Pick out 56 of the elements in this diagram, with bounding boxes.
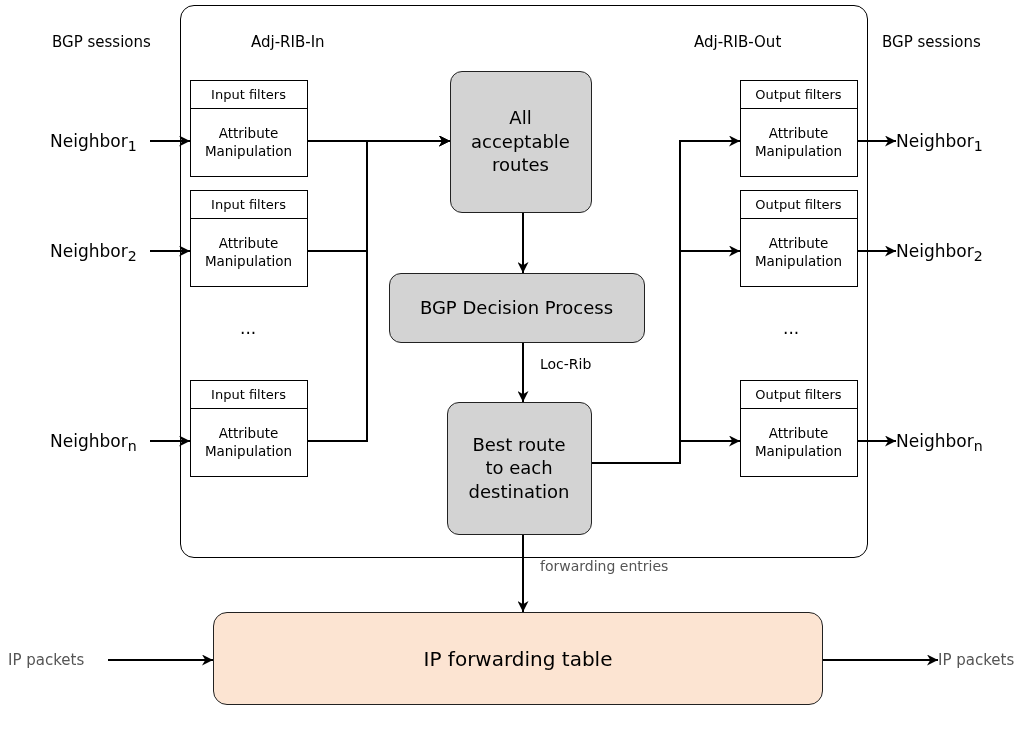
filter-box	[739, 379, 858, 477]
arrow	[857, 135, 897, 147]
arrow	[857, 245, 897, 257]
process-box	[388, 272, 645, 343]
arrow	[822, 654, 939, 666]
section-heading: Adj-RIB-Out	[694, 33, 782, 51]
arrow	[591, 435, 741, 464]
ellipsis: ...	[240, 318, 257, 338]
arrow	[517, 342, 529, 403]
process-box	[446, 401, 592, 535]
filter-box	[189, 79, 308, 177]
filter-box	[739, 189, 858, 287]
arrow	[517, 534, 529, 613]
neighbor-label: Neighbor$_{n}$	[50, 428, 150, 454]
filter-box	[189, 379, 308, 477]
section-heading: Adj-RIB-In	[251, 33, 325, 51]
box-label: Attribute Manipulation	[203, 423, 294, 461]
edge-label: forwarding entries	[538, 558, 671, 574]
box-label: BGP Decision Process	[418, 295, 615, 320]
filter-box	[189, 189, 308, 287]
box-label: Attribute Manipulation	[753, 233, 844, 271]
filter-header: Output filters	[740, 380, 857, 409]
packets-label: IP packets	[938, 647, 1034, 673]
section-heading: BGP sessions	[882, 33, 981, 51]
arrow	[149, 135, 191, 147]
arrow	[517, 212, 529, 274]
arrow	[307, 135, 451, 442]
arrow	[107, 654, 214, 666]
ellipsis: ...	[783, 318, 800, 338]
neighbor-label: Neighbor$_{2}$	[50, 238, 150, 264]
arrow	[149, 245, 191, 257]
box-label: Best route to each destination	[467, 432, 571, 504]
filter-header: Output filters	[740, 190, 857, 219]
arrow	[149, 435, 191, 447]
filter-box	[739, 79, 858, 177]
section-heading: BGP sessions	[52, 33, 151, 51]
filter-header: Input filters	[190, 80, 307, 109]
edge-label: Loc-Rib	[538, 356, 594, 372]
arrow	[857, 435, 897, 447]
filter-header: Input filters	[190, 190, 307, 219]
box-label: Attribute Manipulation	[203, 233, 294, 271]
forwarding-table-box	[213, 612, 823, 705]
packets-label: IP packets	[8, 647, 108, 673]
neighbor-label: Neighbor$_{2}$	[896, 238, 996, 264]
box-label: Attribute Manipulation	[753, 423, 844, 461]
box-label: IP forwarding table	[423, 646, 613, 671]
box-label: All acceptable routes	[470, 106, 571, 177]
filter-header: Input filters	[190, 380, 307, 409]
filter-header: Output filters	[740, 80, 857, 109]
process-box	[449, 70, 592, 213]
box-label: Attribute Manipulation	[753, 123, 844, 161]
neighbor-label: Neighbor$_{1}$	[896, 128, 996, 154]
router-box	[180, 5, 868, 558]
neighbor-label: Neighbor$_{1}$	[50, 128, 150, 154]
box-label: Attribute Manipulation	[203, 123, 294, 161]
neighbor-label: Neighbor$_{n}$	[896, 428, 996, 454]
